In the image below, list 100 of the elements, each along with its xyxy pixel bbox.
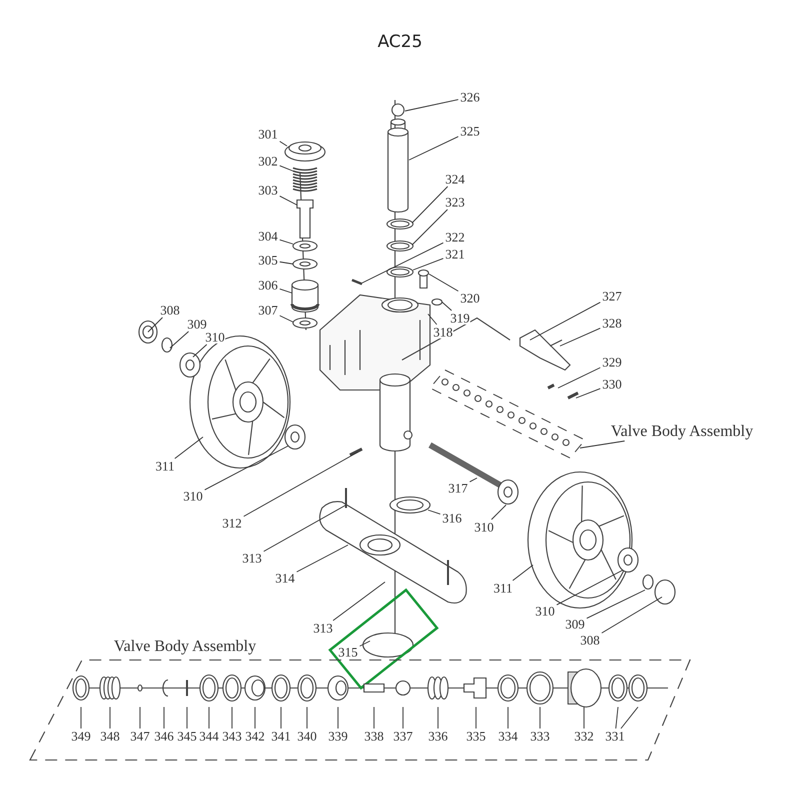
callout-number: 317	[448, 482, 468, 494]
callout-number: 338	[364, 730, 384, 742]
callout-number: 322	[445, 230, 465, 244]
callout-number: 306	[258, 278, 278, 292]
leader-line	[186, 706, 188, 729]
leader-line	[576, 388, 601, 398]
leader-line	[620, 706, 638, 729]
callout-number: 319	[450, 312, 470, 324]
callout-number: 310	[183, 490, 203, 502]
callout-number: 303	[258, 184, 278, 196]
callout-number: 308	[160, 304, 180, 316]
leader-line	[512, 564, 534, 581]
callout-number: 337	[393, 730, 413, 742]
callout-number: 326	[460, 90, 480, 104]
leader-line	[404, 99, 459, 112]
leader-line	[586, 590, 646, 619]
callout-number: 348	[100, 730, 120, 742]
leader-line	[560, 328, 601, 346]
callout-number: 310	[474, 520, 494, 534]
callout-number: 323	[445, 196, 465, 208]
callout-number: 315	[338, 646, 358, 658]
callout-number: 327	[602, 290, 622, 302]
leader-line	[243, 452, 358, 517]
leader-line	[263, 504, 346, 552]
callout-number: 334	[498, 730, 518, 742]
leader-line	[279, 239, 294, 244]
leader-line	[491, 504, 506, 520]
callout-number: 345	[177, 730, 197, 742]
leader-line	[530, 302, 601, 340]
callout-number: 305	[258, 254, 278, 266]
callout-number: 330	[602, 378, 622, 390]
callout-number: 314	[275, 572, 295, 584]
leader-line	[279, 140, 288, 146]
callout-number: 336	[428, 730, 448, 742]
callout-number: 340	[297, 730, 317, 742]
leader-line	[408, 136, 459, 160]
callout-number: 307	[258, 304, 278, 316]
callout-number: 347	[130, 730, 150, 742]
callout-number: 308	[580, 634, 600, 646]
leader-line	[80, 706, 82, 729]
leader-line	[279, 165, 294, 172]
callout-number: 346	[154, 730, 174, 742]
callout-number: 349	[71, 730, 91, 742]
leader-line	[556, 570, 624, 606]
callout-number: 304	[258, 230, 278, 242]
leader-line	[580, 440, 626, 448]
leader-line	[442, 302, 452, 311]
leader-line	[170, 331, 190, 348]
leader-line	[279, 288, 292, 294]
callout-number: 320	[460, 292, 480, 304]
callout-number: 310	[535, 604, 555, 618]
callout-number: 309	[565, 618, 585, 630]
leader-line	[558, 367, 601, 388]
callout-number: 339	[328, 730, 348, 742]
callout-number: 313	[242, 552, 262, 564]
callout-number: 321	[445, 248, 465, 260]
leader-line	[412, 258, 444, 270]
leader-line	[428, 314, 438, 325]
callout-number: 309	[187, 318, 207, 330]
callout-number: 311	[155, 460, 175, 472]
callout-number: 329	[602, 356, 622, 368]
callout-number: 332	[574, 730, 594, 742]
leader-line	[296, 544, 348, 572]
leader-line	[402, 706, 404, 729]
leader-line	[280, 706, 282, 729]
leader-line	[148, 317, 163, 332]
leader-line	[469, 478, 478, 482]
leader-line	[192, 344, 208, 358]
callout-number: 344	[199, 730, 219, 742]
leader-line	[279, 196, 298, 206]
callout-number: 318	[433, 326, 453, 338]
leader-line	[412, 209, 448, 246]
leader-line	[615, 706, 618, 729]
leader-line	[208, 706, 210, 729]
title: AC25	[376, 32, 424, 52]
callout-number: 325	[460, 124, 480, 138]
leader-line	[359, 640, 370, 647]
callout-number: 335	[466, 730, 486, 742]
callout-number: 311	[493, 582, 513, 594]
callout-number: 316	[442, 512, 462, 524]
leader-line	[332, 582, 386, 621]
callout-number: 331	[605, 730, 625, 742]
assembly-label: Valve Body Assembly	[114, 639, 256, 655]
leader-line	[174, 436, 204, 459]
leader-line	[204, 446, 288, 490]
leader-line	[279, 261, 294, 264]
leader-line	[601, 596, 662, 634]
callout-number: 333	[530, 730, 550, 742]
callout-number: 312	[222, 516, 242, 530]
callout-number: 301	[258, 128, 278, 140]
leader-line	[428, 274, 459, 292]
callout-number: 341	[271, 730, 291, 742]
leader-line	[279, 315, 294, 322]
callout-number: 313	[313, 622, 333, 634]
leader-line	[412, 186, 448, 224]
leader-line	[306, 706, 308, 729]
assembly-label: Valve Body Assembly	[610, 424, 754, 440]
leader-line	[362, 242, 444, 284]
callout-number: 302	[258, 154, 278, 168]
leader-line	[254, 706, 256, 729]
